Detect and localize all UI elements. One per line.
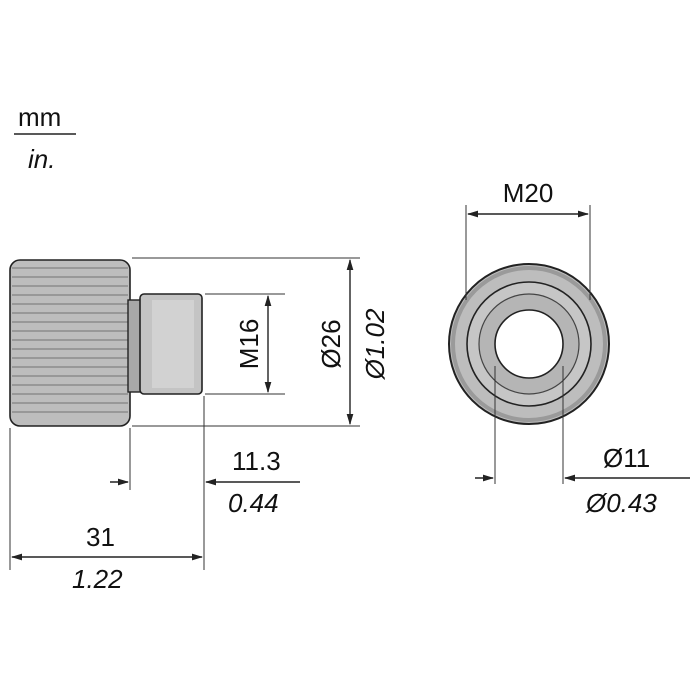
outer-ring-edge [451,266,607,422]
stem-highlight [152,300,194,388]
dia26-mm-label: Ø26 [316,319,346,368]
front-view: M20 Ø11 Ø0.43 [448,178,690,518]
len31-in-label: 1.22 [72,564,123,594]
m20-label: M20 [503,178,554,208]
len11-mm-label: 11.3 [232,446,281,476]
len31-mm-label: 31 [86,522,115,552]
knurl-lines [12,267,128,413]
center-bore [494,309,564,379]
dia11-in-label: Ø0.43 [585,488,657,518]
side-view: M16 Ø26 Ø1.02 11.3 0.44 31 1.22 [9,257,390,594]
knob-body [9,259,131,427]
units-legend: mm in. [14,102,76,174]
unit-mm: mm [18,102,61,132]
unit-in: in. [28,144,55,174]
dia26-in-label: Ø1.02 [360,308,390,380]
dia11-mm-label: Ø11 [603,443,650,473]
m16-label: M16 [234,319,264,370]
len11-in-label: 0.44 [228,488,279,518]
